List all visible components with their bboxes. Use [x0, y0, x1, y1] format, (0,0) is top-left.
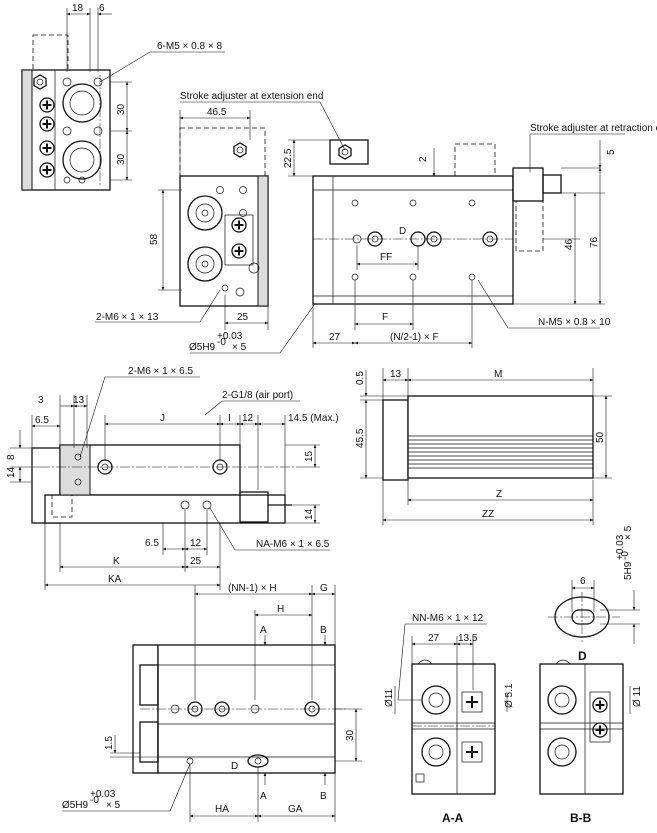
- dim-dia11b: Ø 11: [632, 686, 643, 707]
- label-x5-a: × 5: [232, 342, 247, 353]
- dim-0-5: 0.5: [355, 371, 366, 385]
- dim-HA: HA: [215, 804, 229, 815]
- end-view-left: 18 6 30 30 6-M5 × 0.8 × 8: [21, 3, 225, 191]
- section-BB: Ø 11 B-B: [539, 659, 643, 825]
- dim-ZZ: ZZ: [482, 509, 494, 520]
- dim-3: 3: [38, 395, 44, 406]
- dim-5: 5: [606, 149, 617, 155]
- dim-K: K: [113, 556, 120, 567]
- dim-14a: 14: [6, 466, 17, 478]
- section-AA: 27 13.5 NN-M6 × 1 × 12 Ø11 Ø 5.1 A-A: [384, 613, 515, 825]
- label-x5-b: × 5: [106, 800, 121, 811]
- dim-KA: KA: [108, 574, 122, 585]
- dim-6: 6: [99, 3, 105, 14]
- label-A-bot: A: [260, 791, 267, 802]
- label-nm5: N-M5 × 0.8 × 10: [538, 317, 611, 328]
- label-2m6x13: 2-M6 × 1 × 13: [96, 312, 159, 323]
- detail-D: 6 5H9 +0.03 -0 × 5 D: [548, 525, 640, 663]
- dim-Z: Z: [496, 489, 502, 500]
- dim-6-5a: 6.5: [35, 415, 49, 426]
- dim-13a: 13: [73, 395, 85, 406]
- dim-nnh: (NN-1) × H: [228, 583, 277, 594]
- dim-25b: 25: [190, 556, 202, 567]
- dim-6b: 6: [580, 576, 586, 587]
- dim-M: M: [494, 369, 502, 380]
- tol-b-upper: +0.03: [90, 789, 116, 800]
- label-B-bot: B: [320, 791, 327, 802]
- dim-30a: 30: [116, 103, 127, 115]
- dim-22-5: 22.5: [283, 148, 294, 168]
- dim-45-5: 45.5: [355, 428, 366, 448]
- label-D-top: D: [399, 226, 406, 237]
- label-na-m6: NA-M6 × 1 × 6.5: [256, 539, 330, 550]
- label-A-top: A: [260, 625, 267, 636]
- dim-nf: (N/2-1) × F: [390, 332, 439, 343]
- label-dia5h9-c: 5H9: [623, 561, 634, 580]
- dim-GA: GA: [288, 804, 303, 815]
- label-stroke-ext: Stroke adjuster at extension end: [180, 91, 323, 102]
- label-g18: 2-G1/8 (air port): [222, 390, 293, 401]
- dim-76: 76: [589, 236, 600, 248]
- dim-J: J: [160, 413, 165, 424]
- dim-dia5-1: Ø 5.1: [504, 683, 515, 708]
- dim-13b: 13: [390, 369, 402, 380]
- label-B-top: B: [320, 625, 327, 636]
- side-view: 3 13 6.5 J I 12 14.5 (Max.) 2-M6 × 1 × 6…: [6, 366, 339, 590]
- end-view-middle: 46.5 58 25 2-M6 × 1 × 13 Ø5H9 +0.03 -0 ×…: [95, 91, 361, 354]
- dim-H: H: [277, 604, 284, 615]
- dim-13-5: 13.5: [458, 633, 478, 644]
- label-2m6x6-5: 2-M6 × 1 × 6.5: [128, 366, 193, 377]
- dim-G: G: [320, 583, 328, 594]
- side-view-right: 13 M 0.5 45.5 50 Z ZZ: [355, 368, 612, 525]
- dim-12b: 12: [190, 538, 202, 549]
- dim-25a: 25: [237, 312, 249, 323]
- dim-50: 50: [595, 431, 606, 443]
- bottom-view: D (NN-1) × H G H A B 1.5 30 HA GA: [62, 583, 362, 822]
- dim-14-5: 14.5 (Max.): [288, 413, 339, 424]
- dim-46-5: 46.5: [207, 107, 227, 118]
- label-nn-m6: NN-M6 × 1 × 12: [412, 613, 484, 624]
- section-BB-label: B-B: [570, 811, 592, 825]
- tol-c-upper: +0.03: [615, 534, 626, 560]
- tol-c-lower: -0: [620, 551, 631, 560]
- dim-dia11a: Ø11: [384, 688, 395, 707]
- tol-a-lower: -0: [217, 337, 226, 348]
- dim-F: F: [382, 312, 388, 323]
- label-stroke-ret: Stroke adjuster at retraction end: [530, 123, 657, 134]
- dim-I: I: [228, 413, 231, 424]
- label-x5-c: × 5: [623, 525, 634, 540]
- dim-FF: FF: [380, 252, 392, 263]
- dim-6-5b: 6.5: [145, 538, 159, 549]
- dim-30c: 30: [345, 729, 356, 741]
- tol-b-lower: -0: [90, 795, 99, 806]
- dim-27a: 27: [329, 332, 341, 343]
- label-D-bot: D: [231, 761, 238, 772]
- dim-14b: 14: [304, 508, 315, 520]
- dim-30b: 30: [116, 153, 127, 165]
- tol-a-upper: +0.03: [217, 331, 243, 342]
- dim-15: 15: [304, 450, 315, 462]
- detail-D-label: D: [578, 649, 587, 663]
- dim-8: 8: [6, 454, 17, 460]
- section-AA-label: A-A: [442, 811, 464, 825]
- dim-27b: 27: [428, 633, 440, 644]
- dim-18: 18: [72, 3, 84, 14]
- dim-46: 46: [564, 238, 575, 250]
- label-dia5h9-b: Ø5H9: [62, 800, 89, 811]
- dim-2: 2: [418, 156, 429, 162]
- label-dia5h9-a: Ø5H9: [189, 342, 216, 353]
- plan-view: D 22.5 2 5 46 76 FF F 27: [283, 123, 657, 348]
- dim-12a: 12: [242, 413, 254, 424]
- dim-58: 58: [149, 233, 160, 245]
- label-6m5: 6-M5 × 0.8 × 8: [157, 41, 222, 52]
- dim-1-5: 1.5: [104, 736, 115, 750]
